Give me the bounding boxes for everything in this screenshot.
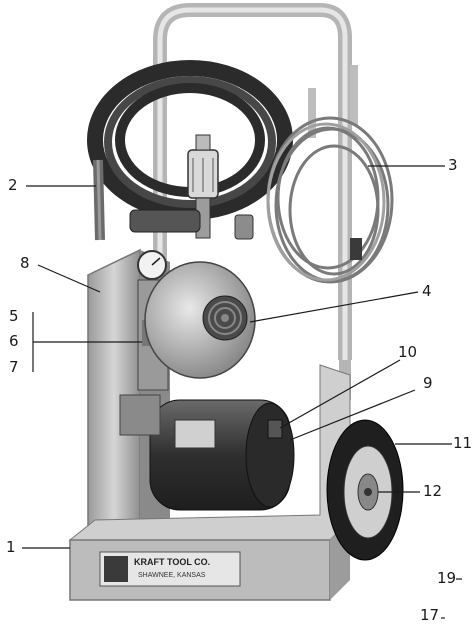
hose-coupling [234,214,254,240]
nameplate-brand: KRAFT TOOL CO. [134,557,211,567]
electric-motor [119,394,295,511]
callout-4: 4 [422,282,432,300]
leader-lines [22,165,462,619]
callout-8: 8 [20,254,30,272]
callout-12: 12 [423,482,443,500]
electric-cord-coil [266,116,394,284]
callout-2: 2 [8,176,18,194]
cart-wheel [326,419,404,561]
callout-7: 7 [9,358,19,376]
callout-19: 19 [437,569,457,587]
callout-1: 1 [6,538,16,556]
nameplate [99,551,241,587]
leader-8 [37,264,101,293]
callout-17: 17 [420,606,440,624]
nameplate-subtitle: SHAWNEE, KANSAS [138,572,206,579]
callout-9: 9 [423,374,433,392]
pump-housing [144,261,256,379]
hose-pegs [308,65,358,138]
callout-5: 5 [9,307,19,325]
leader-4 [249,291,419,323]
leader-9 [289,389,416,441]
leader-10 [279,359,401,429]
callout-10: 10 [398,343,418,361]
callout-6: 6 [9,332,19,350]
callout-11: 11 [453,434,472,452]
pressure-gauge [137,250,167,280]
callout-3: 3 [448,156,458,174]
